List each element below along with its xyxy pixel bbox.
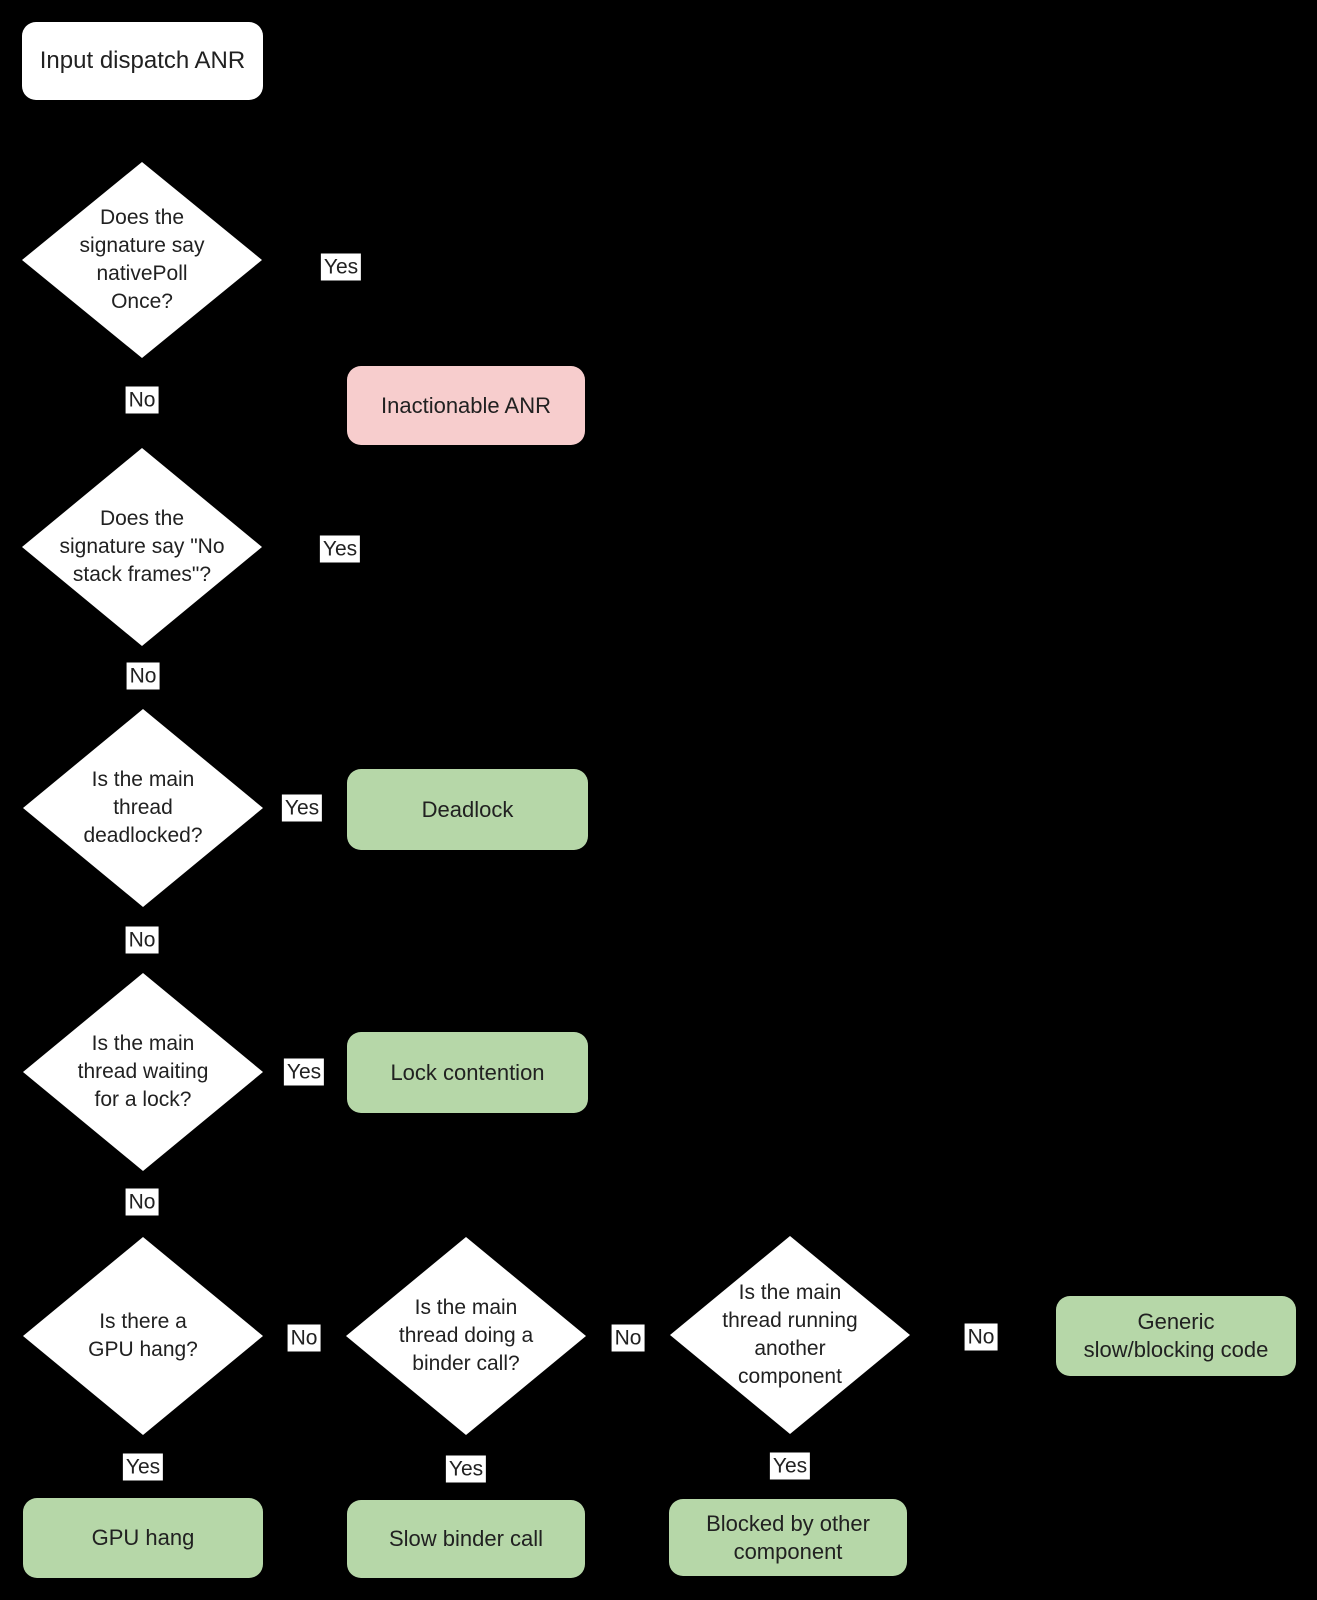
start-node-input-dispatch-anr: Input dispatch ANR [22, 22, 263, 100]
decision-another-component-text: Is the main thread running another compo… [722, 1281, 858, 1388]
decision-native-poll-once: Does the signature say nativePoll Once? [22, 162, 262, 358]
edge-label-no-another-component: No [964, 1323, 998, 1351]
decision-main-thread-waiting-lock-text: Is the main thread waiting for a lock? [77, 1032, 209, 1111]
decision-gpu-hang: Is there a GPU hang? [23, 1237, 263, 1435]
outcome-inactionable-anr-label: Inactionable ANR [381, 392, 551, 418]
decision-another-component: Is the main thread running another compo… [670, 1236, 910, 1434]
decision-binder-call-text: Is the main thread doing a binder call? [398, 1296, 534, 1375]
outcome-deadlock-label: Deadlock [421, 796, 514, 822]
decision-main-thread-deadlocked-text: Is the main thread deadlocked? [83, 768, 203, 847]
outcome-blocked-by-other-component: Blocked by other component [669, 1499, 907, 1576]
start-node-label: Input dispatch ANR [39, 47, 246, 74]
edge-label-yes-native-poll: Yes [320, 253, 362, 281]
edge-label-yes-deadlocked: Yes [281, 794, 323, 822]
outcome-blocked-by-other-component-label: Blocked by other component [706, 1510, 870, 1564]
outcome-generic-slow-blocking-code-label: Generic slow/blocking code [1083, 1309, 1269, 1362]
outcome-lock-contention-label: Lock contention [390, 1059, 545, 1085]
decision-main-thread-waiting-lock: Is the main thread waiting for a lock? [23, 973, 263, 1171]
outcome-gpu-hang: GPU hang [23, 1498, 263, 1578]
outcome-slow-binder-call-label: Slow binder call [388, 1526, 544, 1551]
decision-no-stack-frames-text: Does the signature say "No stack frames"… [59, 507, 225, 586]
outcome-slow-binder-call: Slow binder call [347, 1500, 585, 1578]
edge-label-no-deadlocked: No [125, 926, 159, 954]
edge-label-no-gpu-hang: No [287, 1324, 321, 1352]
edge-label-no-waiting-lock: No [125, 1188, 159, 1216]
decision-native-poll-once-text: Does the signature say nativePoll Once? [79, 206, 205, 313]
outcome-gpu-hang-label: GPU hang [91, 1525, 195, 1550]
edge-label-yes-waiting-lock: Yes [283, 1058, 325, 1086]
decision-main-thread-deadlocked: Is the main thread deadlocked? [23, 709, 263, 907]
edge-label-no-binder-call: No [611, 1324, 645, 1352]
edge-label-yes-no-stack-frames: Yes [319, 535, 361, 563]
outcome-deadlock: Deadlock [347, 769, 588, 850]
decision-gpu-hang-text: Is there a GPU hang? [88, 1310, 198, 1361]
edge-label-no-native-poll: No [125, 386, 159, 414]
edge-label-yes-another-component: Yes [769, 1452, 811, 1480]
edge-label-yes-gpu-hang: Yes [122, 1453, 164, 1481]
outcome-lock-contention: Lock contention [347, 1032, 588, 1113]
outcome-inactionable-anr: Inactionable ANR [347, 366, 585, 445]
edge-label-no-no-stack-frames: No [126, 662, 160, 690]
decision-no-stack-frames: Does the signature say "No stack frames"… [22, 448, 262, 646]
decision-binder-call: Is the main thread doing a binder call? [346, 1237, 586, 1435]
outcome-generic-slow-blocking-code: Generic slow/blocking code [1056, 1296, 1296, 1376]
edge-label-yes-binder-call: Yes [445, 1455, 487, 1483]
